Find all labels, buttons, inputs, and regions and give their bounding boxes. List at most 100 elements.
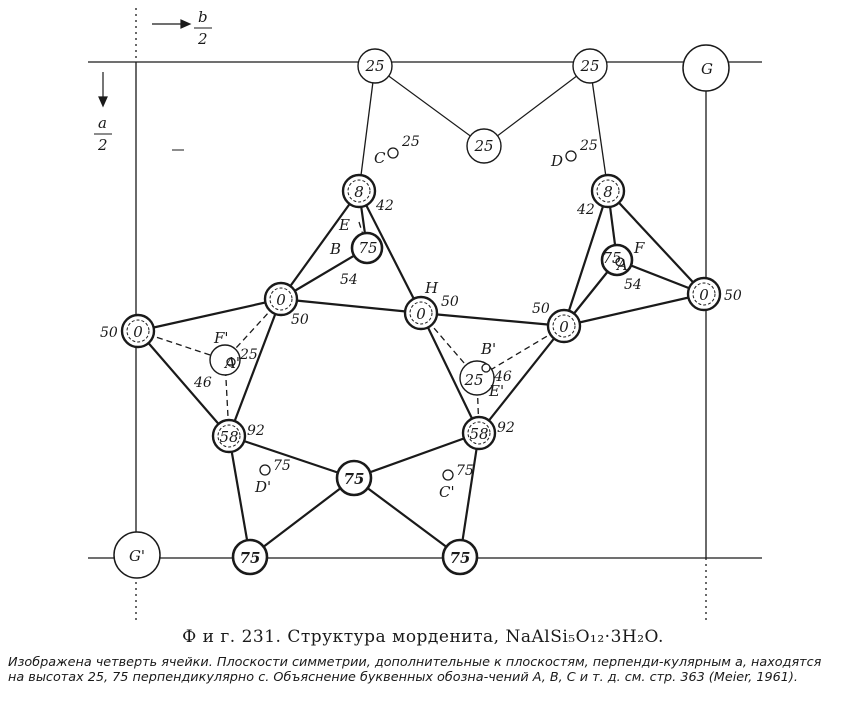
atom-75-center-bottom — [335, 459, 373, 497]
atom-58-left-inner — [217, 424, 241, 448]
label-Dprime: D' — [254, 478, 271, 496]
figure-caption-title: Ф и г. 231. Структура морденита, NaAlSi₅… — [182, 627, 664, 647]
bond — [357, 189, 423, 315]
atom-0-midleft-inner — [269, 287, 293, 311]
bond — [477, 324, 566, 435]
label-Eprime: E' — [488, 382, 504, 400]
label-F: F — [633, 239, 645, 257]
atom-label: G' — [129, 547, 145, 565]
bond — [606, 189, 706, 296]
atom-label: 75 — [450, 549, 471, 567]
label-A-small: A' — [223, 354, 240, 372]
atom-G-bottom-left — [113, 531, 161, 579]
label-B: B — [329, 240, 341, 258]
site-F-small — [615, 257, 625, 267]
atom-75-bottom-right — [441, 538, 479, 576]
atom-label: 75 — [344, 470, 365, 488]
bond — [562, 292, 706, 328]
site-D — [565, 150, 577, 162]
label-C-75: 75 — [456, 463, 474, 479]
bond — [227, 434, 356, 480]
label-46-left: 46 — [193, 375, 212, 391]
axis-b-denominator: 2 — [197, 30, 208, 48]
atom-0-right-inner — [692, 282, 716, 306]
label-C: C — [374, 149, 386, 167]
label-Fprime: F' — [213, 329, 229, 347]
label-50-midleft: 50 — [291, 312, 309, 328]
atom-8-left-inner — [347, 179, 371, 203]
axis-a-numerator: a — [98, 114, 107, 132]
atom-25-top-right — [572, 48, 608, 84]
atom-label: 25 — [463, 371, 483, 389]
label-D-75: 75 — [273, 458, 291, 474]
label-92-left: 92 — [247, 423, 265, 439]
atom-label: 0 — [699, 286, 709, 304]
atom-75-bottom-left — [231, 538, 269, 576]
site-Dprime — [259, 464, 271, 476]
bond — [374, 65, 485, 147]
atom-label: 0 — [133, 323, 143, 341]
label-Cprime: C' — [439, 483, 455, 501]
figure-caption-description: Изображена четверть ячейки. Плоскости си… — [8, 655, 822, 685]
atom-label: 0 — [559, 318, 569, 336]
bond — [419, 311, 566, 328]
atom-label: 8 — [354, 183, 364, 201]
bond — [352, 431, 481, 480]
label-50-right: 50 — [724, 288, 742, 304]
atom-25-A — [209, 344, 241, 376]
bond — [279, 297, 423, 315]
atom-label: 75 — [240, 549, 261, 567]
label-50-left: 50 — [100, 325, 118, 341]
atom-label: 8 — [603, 183, 613, 201]
bond — [136, 297, 283, 333]
arrow-a-head — [98, 96, 108, 108]
label-54-left: 54 — [340, 272, 358, 288]
label-42-left: 42 — [375, 198, 394, 214]
atom-75-B — [350, 231, 384, 265]
atom-label: 75 — [358, 239, 377, 257]
axis-a-denominator: 2 — [97, 136, 108, 154]
site-A-small — [226, 357, 236, 367]
label-Bprime: B' — [480, 340, 496, 358]
atom-25-top-left — [357, 48, 393, 84]
mordenite-structure-diagram: b 2 a 2 — [88, 8, 762, 622]
arrow-b-head — [180, 19, 192, 29]
label-46-right: 46 — [493, 369, 512, 385]
bond — [352, 476, 462, 559]
atom-0-left-inner — [126, 319, 150, 343]
label-A-25: 25 — [239, 347, 258, 363]
atom-label: 75 — [602, 249, 621, 267]
label-54-right: 54 — [624, 277, 642, 293]
atom-G-top-right — [682, 44, 730, 92]
atom-label: 0 — [416, 305, 426, 323]
bond — [358, 65, 376, 192]
atom-label: G — [701, 60, 713, 78]
bond — [483, 65, 591, 147]
label-92-right: 92 — [497, 420, 515, 436]
bond — [419, 311, 481, 435]
bond — [136, 329, 231, 438]
bond — [279, 189, 361, 301]
label-50-midright: 50 — [532, 301, 550, 317]
label-A-right-small: A — [615, 256, 628, 274]
bond — [229, 433, 479, 436]
label-H: H — [424, 279, 439, 297]
atom-58-right-inner — [467, 421, 491, 445]
atom-label: 25 — [579, 57, 599, 75]
atom-label: 25 — [473, 137, 493, 155]
site-Cprime — [442, 469, 454, 481]
label-D-25: 25 — [579, 138, 598, 154]
atom-0-midright-inner — [552, 314, 576, 338]
atom-label: 0 — [276, 291, 286, 309]
site-Bprime-small — [481, 363, 491, 373]
atom-25-center — [466, 128, 502, 164]
atom-label: 58 — [219, 428, 238, 446]
bond — [589, 65, 609, 192]
label-50-H: 50 — [441, 294, 459, 310]
bond — [562, 189, 610, 328]
atom-label: 25 — [364, 57, 384, 75]
bond — [248, 476, 356, 559]
atom-8-right-inner — [596, 179, 620, 203]
label-D: D — [550, 152, 563, 170]
bond — [458, 431, 481, 559]
